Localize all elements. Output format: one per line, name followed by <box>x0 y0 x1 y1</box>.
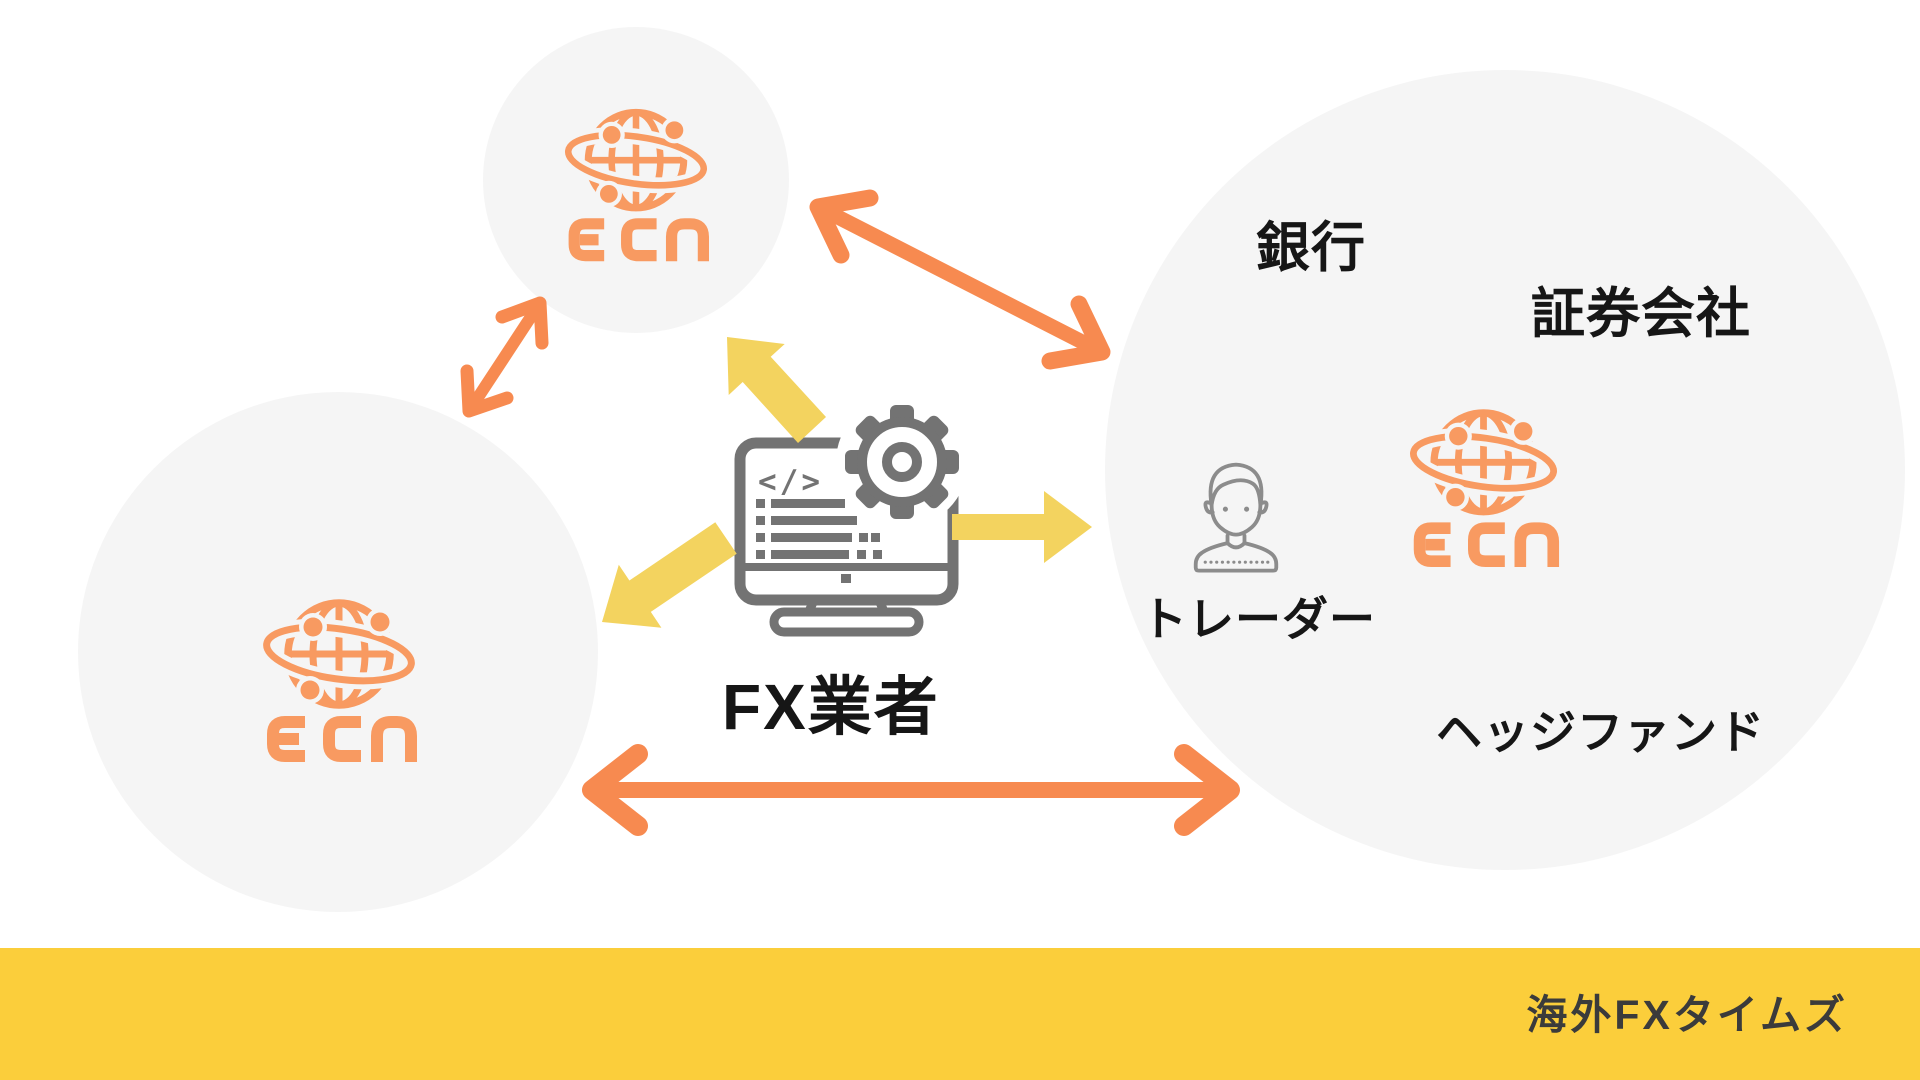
site-brand-label: 海外FXタイムズ <box>1526 992 1848 1038</box>
fx-broker-computer-icon: </> <box>734 400 968 637</box>
arrow-ecn-left-market <box>582 744 1240 836</box>
market-participants-circle <box>1105 70 1905 870</box>
ecn-logo-icon <box>259 594 419 766</box>
fx-broker-label: FX業者 <box>722 671 940 743</box>
hedge-fund-label: ヘッジファンド <box>1436 706 1765 758</box>
code-glyph: </> <box>758 464 823 500</box>
ecn-logo-icon <box>1406 404 1561 571</box>
trader-person-icon <box>1193 462 1279 573</box>
arrow-ecn-top-market <box>809 189 1111 370</box>
arrow-ecn-top-ecn-left <box>460 296 549 418</box>
gear-icon <box>836 400 968 528</box>
ecn-logo-icon <box>561 104 711 265</box>
bank-label: 銀行 <box>1256 218 1366 278</box>
code-lines-icon <box>756 499 882 559</box>
arrow-broker-to-ecn-left <box>602 522 737 628</box>
trader-label: トレーダー <box>1141 593 1376 645</box>
securities-company-label: 証券会社 <box>1531 284 1751 344</box>
footer-banner: 海外FXタイムズ <box>0 948 1920 1080</box>
